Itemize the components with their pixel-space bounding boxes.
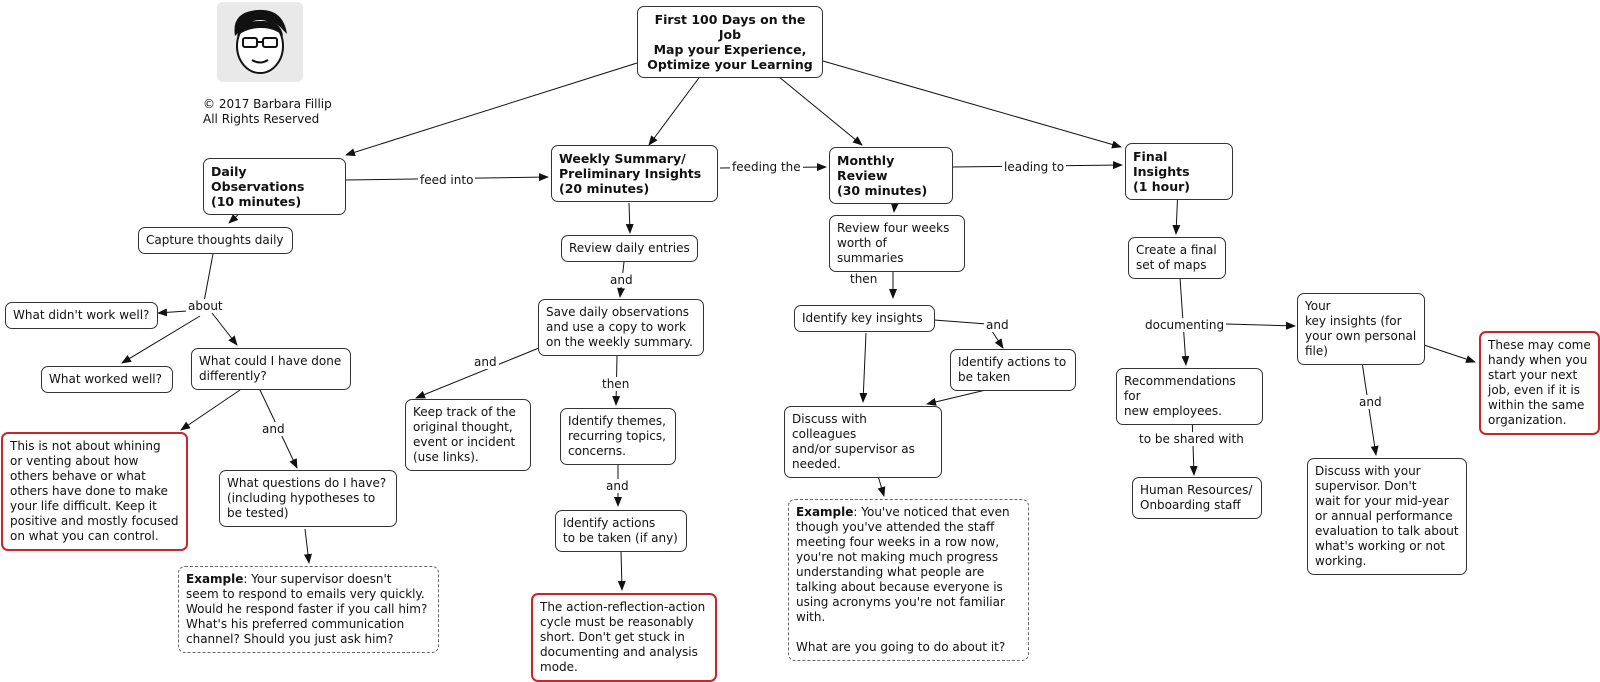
example-label: Example xyxy=(796,505,854,519)
handy-next-job-note: These may come handy when you start your… xyxy=(1479,331,1600,435)
edge-label-and: and xyxy=(472,355,499,369)
monthly-review-node: Monthly Review (30 minutes) xyxy=(829,147,953,204)
example-supervisor-note: Example: Your supervisor doesn't seem to… xyxy=(178,566,439,653)
discuss-colleagues-node: Discuss with colleagues and/or superviso… xyxy=(784,406,942,478)
weekly-summary-node: Weekly Summary/ Preliminary Insights (20… xyxy=(551,145,718,202)
edge-label-and: and xyxy=(1357,395,1384,409)
what-could-i-have-done-node: What could I have done differently? xyxy=(191,348,351,390)
review-daily-entries-node: Review daily entries xyxy=(561,235,698,262)
what-worked-node: What worked well? xyxy=(41,366,173,393)
edge-label-leading-to: leading to xyxy=(1002,160,1067,174)
recommendations-node: Recommendations for new employees. xyxy=(1116,368,1263,425)
your-key-insights-node: Your key insights (for your own personal… xyxy=(1297,293,1425,365)
edge-label-and: and xyxy=(608,273,635,287)
identify-actions-monthly-node: Identify actions to be taken xyxy=(950,349,1076,391)
example-text: : You've noticed that even though you've… xyxy=(796,505,1010,654)
create-final-maps-node: Create a final set of maps xyxy=(1128,237,1226,279)
keep-track-node: Keep track of the original thought, even… xyxy=(405,399,531,471)
edge-label-feed-into: feed into xyxy=(418,173,476,187)
author-avatar xyxy=(217,2,303,82)
final-insights-node: Final Insights (1 hour) xyxy=(1125,143,1233,200)
example-text: : Your supervisor doesn't seem to respon… xyxy=(186,572,428,646)
review-four-weeks-node: Review four weeks worth of summaries xyxy=(829,215,965,272)
capture-thoughts-node: Capture thoughts daily xyxy=(138,227,293,254)
edge-label-to-be-shared: to be shared with xyxy=(1137,432,1246,446)
daily-observations-node: Daily Observations (10 minutes) xyxy=(203,158,346,215)
human-resources-node: Human Resources/ Onboarding staff xyxy=(1132,477,1262,519)
edge-label-then: then xyxy=(600,377,632,391)
identify-actions-weekly-node: Identify actions to be taken (if any) xyxy=(555,510,687,552)
identify-themes-node: Identify themes, recurring topics, conce… xyxy=(560,408,676,465)
discuss-supervisor-node: Discuss with your supervisor. Don't wait… xyxy=(1307,458,1467,575)
edge-label-then: then xyxy=(848,272,880,286)
example-acronyms-note: Example: You've noticed that even though… xyxy=(788,499,1029,661)
not-about-whining-note: This is not about whining or venting abo… xyxy=(1,432,188,551)
edge-label-and: and xyxy=(984,318,1011,332)
what-didnt-work-node: What didn't work well? xyxy=(5,302,158,329)
identify-key-insights-node: Identify key insights xyxy=(794,305,935,332)
edge-label-and: and xyxy=(260,422,287,436)
edge-label-documenting: documenting xyxy=(1143,318,1227,332)
example-label: Example xyxy=(186,572,244,586)
save-daily-observations-node: Save daily observations and use a copy t… xyxy=(538,299,704,356)
edge-label-about: about xyxy=(186,299,225,313)
edge-label-feeding-the: feeding the xyxy=(730,160,803,174)
root-node: First 100 Days on the Job Map your Exper… xyxy=(637,6,823,78)
face-icon xyxy=(234,9,287,74)
what-questions-node: What questions do I have? (including hyp… xyxy=(219,470,397,527)
edge-label-and: and xyxy=(604,479,631,493)
action-reflection-note: The action-reflection-action cycle must … xyxy=(531,593,717,682)
copyright-notice: © 2017 Barbara Fillip All Rights Reserve… xyxy=(203,97,332,126)
